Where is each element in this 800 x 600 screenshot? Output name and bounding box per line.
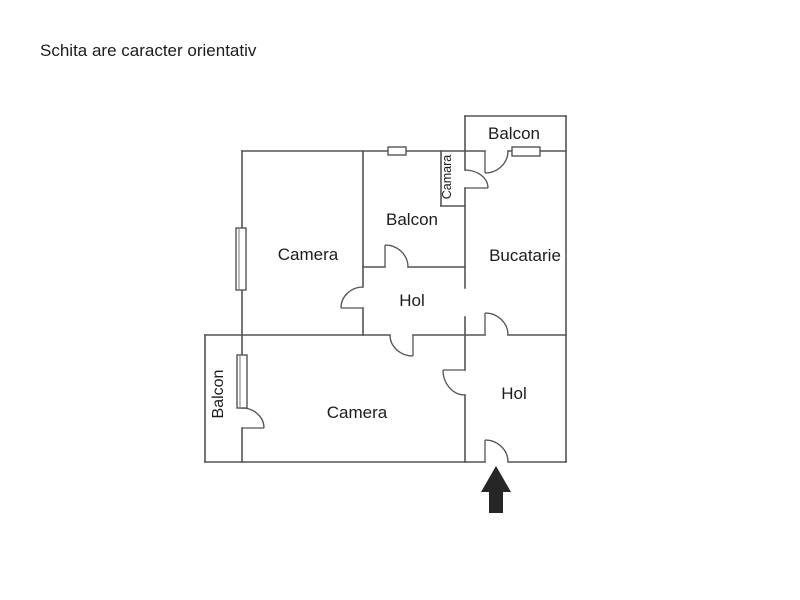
room-label-balcon-top: Balcon [488,124,540,143]
entrance-arrow-up-icon [481,466,511,513]
door-hol-camera [442,369,466,396]
doors [241,150,509,463]
door-balcon-mid [384,244,409,268]
windows [235,146,541,409]
door-bucatarie [484,312,509,336]
disclaimer-title: Schita are caracter orientativ [40,41,257,60]
room-label-bucatarie: Bucatarie [489,246,561,265]
window-camera-top [235,227,247,291]
door-camara [464,169,489,189]
door-balcon-top [484,150,509,174]
room-labels: Balcon Bucatarie Camara Balcon Camera Ho… [210,124,561,422]
room-label-hol-mid: Hol [399,291,425,310]
window-balcon-mid [387,146,407,156]
door-balcon-left [241,407,265,429]
window-balcon-left [236,354,248,409]
room-label-balcon-mid: Balcon [386,210,438,229]
window-balcon-top [511,146,541,157]
room-label-balcon-left: Balcon [210,370,227,419]
room-label-camera-bottom: Camera [327,403,388,422]
door-entrance [484,439,509,463]
door-camera-bottom [389,334,414,357]
room-label-camara: Camara [440,155,454,200]
door-camera-top [340,286,364,309]
room-label-hol-entry: Hol [501,384,527,403]
room-label-camera-top: Camera [278,245,339,264]
